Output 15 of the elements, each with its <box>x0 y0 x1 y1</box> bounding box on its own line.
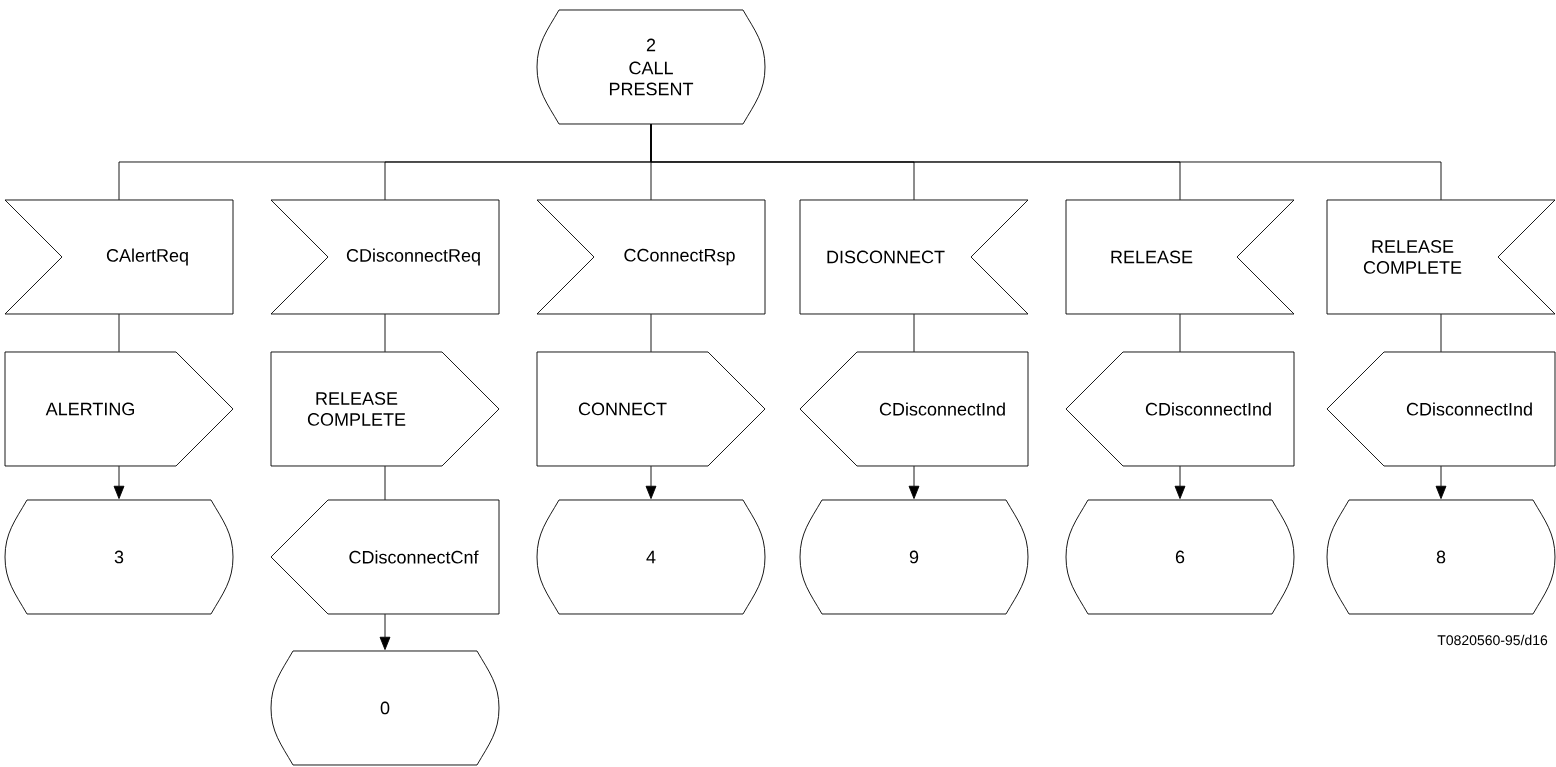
flow-line <box>650 123 1442 201</box>
flow-line <box>913 313 915 353</box>
arrow <box>908 465 920 499</box>
flow-line <box>384 465 386 501</box>
arrow <box>113 465 125 499</box>
flow-line <box>118 313 120 353</box>
flow-line <box>1440 313 1442 353</box>
figure-code: T0820560-95/d16 <box>1437 634 1548 646</box>
arrow <box>379 613 391 651</box>
arrow <box>645 465 657 499</box>
flow-line <box>1179 313 1181 353</box>
arrow <box>1435 465 1447 499</box>
arrow <box>1174 465 1186 499</box>
flow-line <box>384 313 386 353</box>
flow-line <box>650 313 652 353</box>
